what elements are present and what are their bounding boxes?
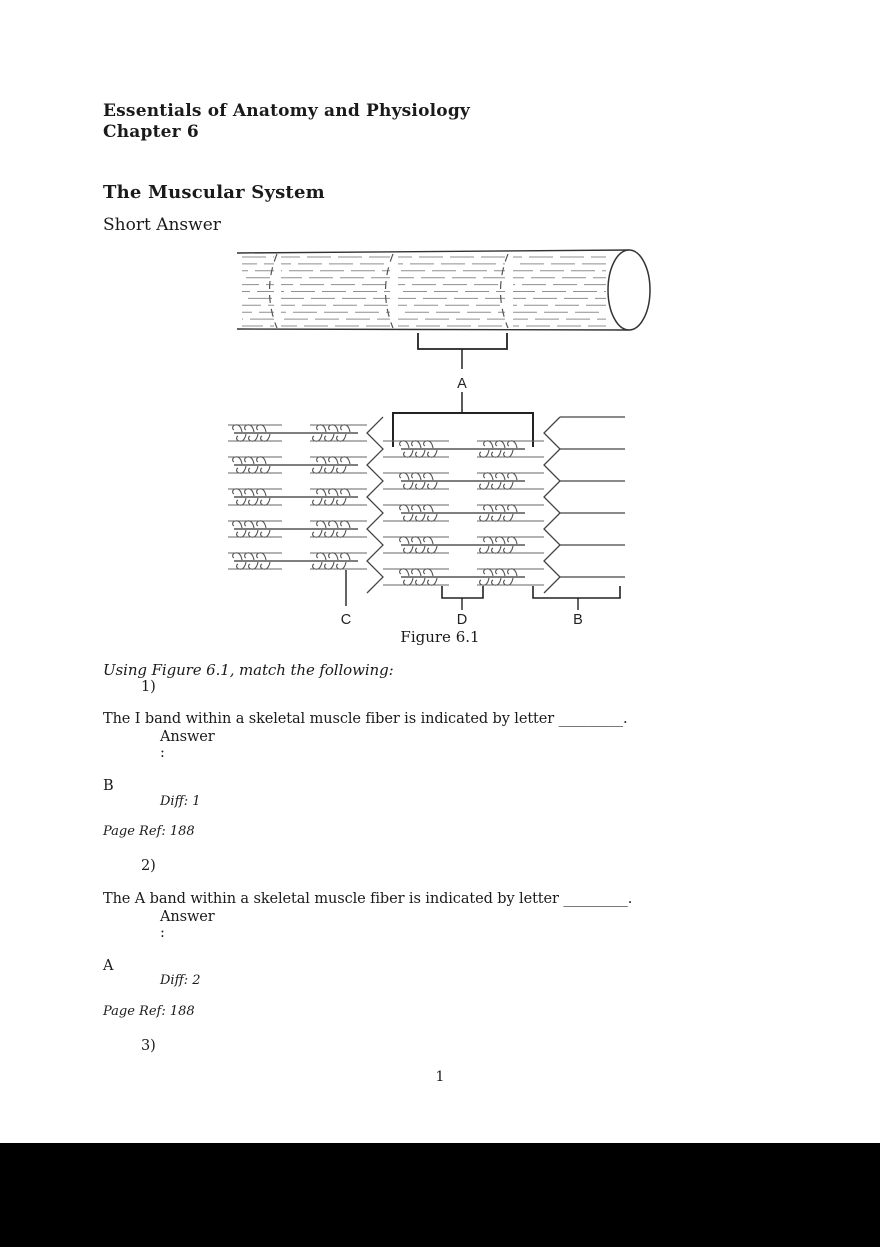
question-text: The I band within a skeletal muscle fibe…	[103, 711, 628, 727]
document-title: Essentials of Anatomy and Physiology	[103, 101, 470, 121]
difficulty: Diff: 1	[160, 794, 201, 809]
answer-label: Answer	[160, 729, 215, 745]
section-heading: The Muscular System	[103, 182, 325, 203]
page-number: 1	[435, 1069, 445, 1085]
figure-caption: Figure 6.1	[400, 628, 479, 646]
page-ref: Page Ref: 188	[103, 824, 195, 839]
figure-label-a: A	[457, 376, 467, 392]
answer-value: B	[103, 778, 114, 794]
difficulty: Diff: 2	[160, 973, 201, 988]
matching-instructions: Using Figure 6.1, match the following:	[103, 661, 394, 679]
answer-value: A	[103, 958, 114, 974]
answer-label: Answer	[160, 909, 215, 925]
question-type-heading: Short Answer	[103, 215, 221, 235]
question-number: 3)	[141, 1038, 156, 1054]
answer-colon: :	[160, 925, 165, 941]
question-number: 1)	[141, 679, 156, 695]
question-number: 2)	[141, 858, 156, 874]
question-text: The A band within a skeletal muscle fibe…	[103, 891, 633, 907]
page-ref: Page Ref: 188	[103, 1004, 195, 1019]
muscle-fiber-artwork	[228, 249, 651, 610]
figure-label-b: B	[573, 612, 583, 628]
document-chapter: Chapter 6	[103, 122, 199, 142]
figure-label-c: C	[341, 612, 351, 628]
figure-label-d: D	[457, 612, 467, 628]
answer-colon: :	[160, 745, 165, 761]
figure-6-1-diagram: A C D B Figure 6.1	[228, 249, 651, 646]
bottom-black-band	[0, 1143, 880, 1247]
